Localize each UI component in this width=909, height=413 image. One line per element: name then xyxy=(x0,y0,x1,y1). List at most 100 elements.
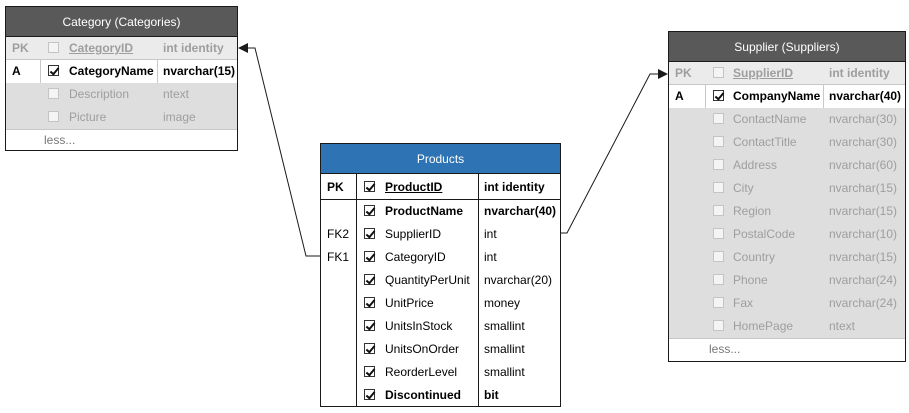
column-type: nvarchar(10) xyxy=(829,227,898,241)
unchecked-checkbox[interactable] xyxy=(713,159,724,170)
column-name: SupplierID xyxy=(385,227,442,241)
checked-checkbox[interactable] xyxy=(713,90,724,101)
column-type: nvarchar(30) xyxy=(829,135,898,149)
less-link[interactable]: less... xyxy=(6,129,237,149)
unchecked-checkbox[interactable] xyxy=(713,228,724,239)
entity-title: Products xyxy=(321,144,560,174)
column-divider xyxy=(478,174,479,407)
column-type: ntext xyxy=(163,87,190,101)
column-name: CategoryName xyxy=(69,64,154,78)
column-name: CategoryID xyxy=(385,250,446,264)
key-label xyxy=(669,315,701,338)
unchecked-checkbox[interactable] xyxy=(713,113,724,124)
checked-checkbox[interactable] xyxy=(364,228,375,239)
unchecked-checkbox[interactable] xyxy=(713,205,724,216)
key-label xyxy=(321,361,353,384)
unchecked-checkbox[interactable] xyxy=(713,182,724,193)
unchecked-checkbox[interactable] xyxy=(48,88,59,99)
column-name: SupplierID xyxy=(733,66,794,80)
unchecked-checkbox[interactable] xyxy=(713,136,724,147)
category-arrowhead-icon xyxy=(238,43,248,53)
less-link[interactable]: less... xyxy=(669,338,905,358)
column-name: Region xyxy=(733,204,772,218)
column-type: nvarchar(15) xyxy=(829,250,898,264)
checked-checkbox[interactable] xyxy=(364,343,375,354)
checked-checkbox[interactable] xyxy=(364,320,375,331)
column-row[interactable]: A CategoryName nvarchar(15) xyxy=(6,60,237,83)
checked-checkbox[interactable] xyxy=(364,205,375,216)
key-label xyxy=(321,292,353,315)
unchecked-checkbox[interactable] xyxy=(713,320,724,331)
column-row[interactable]: Region nvarchar(15) xyxy=(669,200,905,223)
column-type: nvarchar(15) xyxy=(829,204,898,218)
checked-checkbox[interactable] xyxy=(364,389,375,400)
key-label xyxy=(321,200,353,223)
key-label: A xyxy=(12,64,21,78)
key-label xyxy=(321,338,353,361)
column-name: PostalCode xyxy=(733,227,796,241)
column-name: CompanyName xyxy=(733,89,821,103)
column-type: money xyxy=(484,296,521,310)
column-name: Description xyxy=(69,87,130,101)
column-name: Phone xyxy=(733,273,768,287)
entity-title: Supplier (Suppliers) xyxy=(669,32,905,62)
unchecked-checkbox[interactable] xyxy=(713,67,724,78)
column-name: CategoryID xyxy=(69,41,134,55)
checked-checkbox[interactable] xyxy=(364,366,375,377)
column-row[interactable]: Description ntext xyxy=(6,83,237,106)
column-type: nvarchar(20) xyxy=(484,273,553,287)
key-label: PK xyxy=(327,180,344,194)
checked-checkbox[interactable] xyxy=(364,297,375,308)
column-type: nvarchar(15) xyxy=(163,64,236,78)
column-row[interactable]: Country nvarchar(15) xyxy=(669,246,905,269)
column-name: UnitPrice xyxy=(385,296,434,310)
column-type: smallint xyxy=(484,365,525,379)
column-type: nvarchar(40) xyxy=(829,89,902,103)
column-divider xyxy=(356,174,357,407)
checked-checkbox[interactable] xyxy=(364,274,375,285)
key-label: FK2 xyxy=(327,227,350,241)
unchecked-checkbox[interactable] xyxy=(713,297,724,308)
key-label xyxy=(669,200,701,223)
column-row[interactable]: PostalCode nvarchar(10) xyxy=(669,223,905,246)
key-label xyxy=(6,106,38,129)
column-name: Country xyxy=(733,250,776,264)
column-type: nvarchar(15) xyxy=(829,181,898,195)
checked-checkbox[interactable] xyxy=(364,251,375,262)
products-to-category-line xyxy=(247,47,320,257)
checked-checkbox[interactable] xyxy=(48,65,59,76)
unchecked-checkbox[interactable] xyxy=(713,274,724,285)
column-type: bit xyxy=(484,388,499,402)
key-label xyxy=(321,269,353,292)
column-row[interactable]: UnitPrice money xyxy=(321,292,560,315)
unchecked-checkbox[interactable] xyxy=(713,251,724,262)
key-label: FK1 xyxy=(327,250,350,264)
checked-checkbox[interactable] xyxy=(364,181,375,192)
unchecked-checkbox[interactable] xyxy=(48,42,59,53)
column-type: nvarchar(40) xyxy=(484,204,557,218)
unchecked-checkbox[interactable] xyxy=(48,111,59,122)
